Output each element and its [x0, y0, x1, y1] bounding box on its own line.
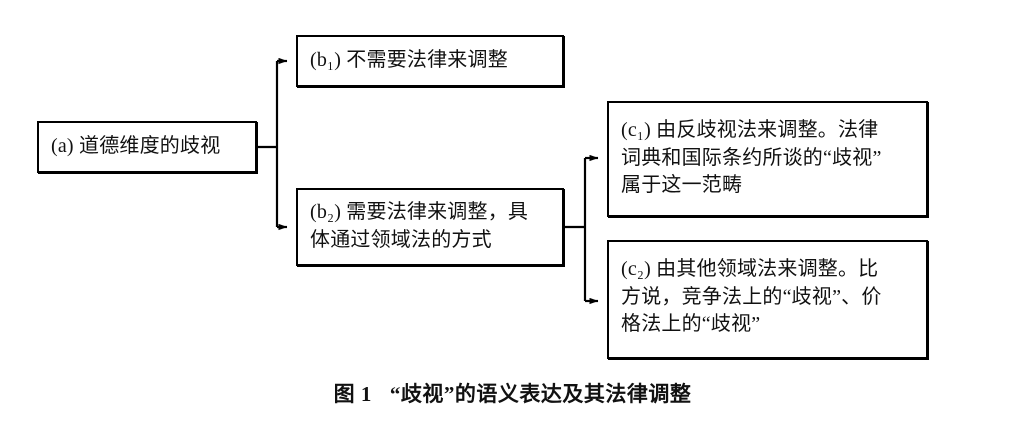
node-b1-no-law-needed[interactable]: (b₁) 不需要法律来调整 — [296, 35, 564, 87]
node-c1-label: (c₁) 由反歧视法来调整。法律 词典和国际条约所谈的“歧视” 属于这一范畴 — [621, 119, 882, 197]
figure-caption-title: “歧视”的语义表达及其法律调整 — [389, 382, 692, 406]
node-b2-label: (b₂) 需要法律来调整，具 体通过领域法的方式 — [310, 201, 529, 251]
figure-caption: 图 1 “歧视”的语义表达及其法律调整 — [0, 378, 1025, 408]
node-c2-other-sector-law[interactable]: (c₂) 由其他领域法来调整。比 方说，竞争法上的“歧视”、价 格法上的“歧视” — [607, 240, 928, 359]
node-c1-antidiscrimination-law[interactable]: (c₁) 由反歧视法来调整。法律 词典和国际条约所谈的“歧视” 属于这一范畴 — [607, 101, 928, 217]
edge-a-to-b — [257, 57, 288, 231]
node-b2-law-needed[interactable]: (b₂) 需要法律来调整，具 体通过领域法的方式 — [296, 188, 564, 266]
node-b1-label: (b₁) 不需要法律来调整 — [310, 49, 508, 72]
figure-caption-number: 图 1 — [333, 382, 372, 406]
node-a-moral-discrimination[interactable]: (a) 道德维度的歧视 — [37, 121, 257, 173]
node-a-label: (a) 道德维度的歧视 — [51, 135, 221, 158]
edge-b2-to-c — [565, 154, 599, 305]
node-c2-label: (c₂) 由其他领域法来调整。比 方说，竞争法上的“歧视”、价 格法上的“歧视” — [621, 258, 882, 336]
